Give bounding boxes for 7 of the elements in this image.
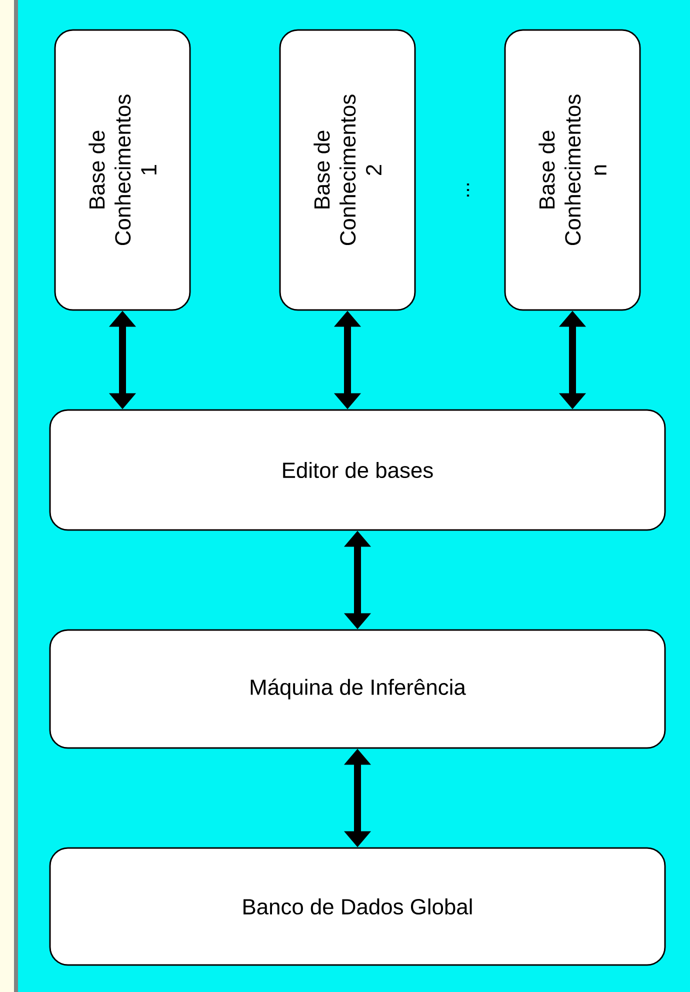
process-box: Máquina de Inferência <box>49 629 666 749</box>
knowledge-base-box: Base de Conhecimentos 1 <box>54 29 191 311</box>
process-box: Banco de Dados Global <box>49 847 666 966</box>
ellipsis: ... <box>466 184 470 196</box>
knowledge-base-box: Base de Conhecimentos 2 <box>279 29 416 311</box>
knowledge-base-box: Base de Conhecimentos n <box>504 29 641 311</box>
process-box: Editor de bases <box>49 409 666 531</box>
